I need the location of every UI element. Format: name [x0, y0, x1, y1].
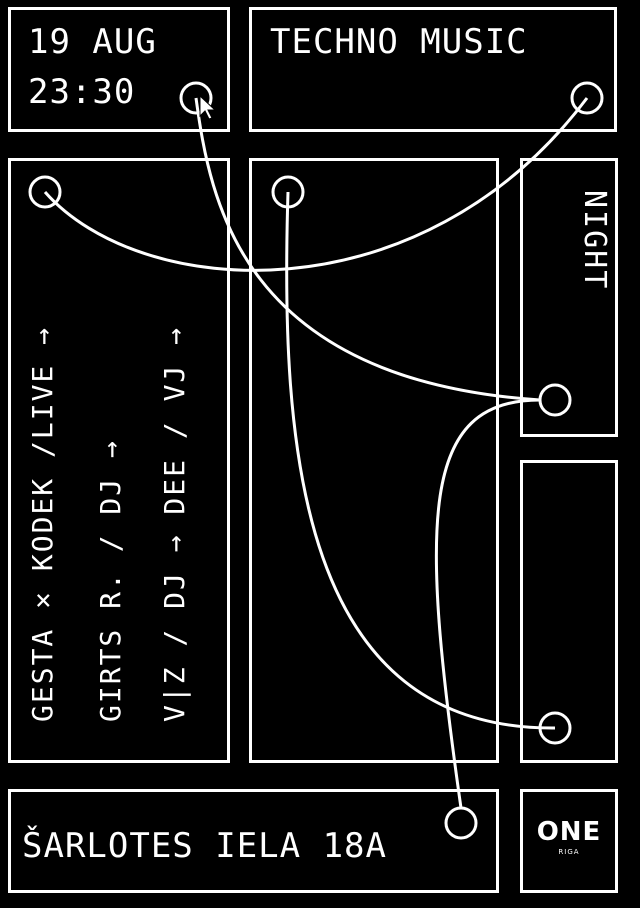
connector-node-icon: [271, 175, 305, 209]
genre-box: [249, 7, 617, 132]
center-box: [249, 158, 499, 763]
one-riga-logo: ONE RIGA: [526, 818, 612, 856]
logo-box: [520, 789, 618, 893]
event-time: 23:30: [28, 72, 136, 112]
curve-night-to-address: [434, 398, 541, 809]
venue-address: ŠARLOTES IELA 18A: [22, 826, 387, 866]
curve-lineup-to-genre: [43, 97, 589, 272]
logo-name: ONE: [536, 817, 602, 847]
cursor-arrow-icon: [199, 94, 217, 120]
logo-sub: RIGA: [558, 848, 580, 856]
address-box: [8, 789, 499, 893]
event-date: 19 AUG: [28, 22, 157, 62]
connector-node-icon: [538, 383, 572, 417]
event-genre: TECHNO MUSIC: [270, 22, 528, 62]
night-box: [520, 158, 618, 437]
connector-node-icon: [538, 711, 572, 745]
curve-time-to-night: [194, 97, 541, 402]
empty-side-box: [520, 460, 618, 763]
date-time-box: [8, 7, 230, 132]
connector-node-icon: [179, 81, 213, 115]
connector-node-icon: [28, 175, 62, 209]
connector-node-icon: [444, 806, 478, 840]
connector-node-icon: [570, 81, 604, 115]
curve-center-to-side: [285, 191, 556, 730]
lineup-box: [8, 158, 230, 763]
